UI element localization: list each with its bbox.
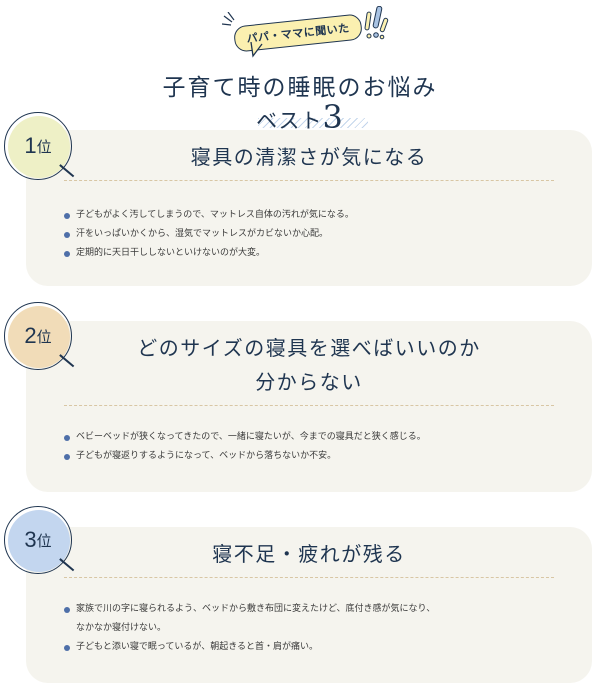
speech-bubble: パパ・ママに聞いた	[222, 6, 392, 68]
comment-list: 子どもがよく汚してしまうので、マットレス自体の汚れが気になる。 汗をいっぱいかく…	[64, 206, 354, 263]
dashed-divider	[64, 405, 554, 406]
list-item: 定期的に天日干ししないといけないのが大変。	[64, 244, 354, 263]
rank-number: 3	[24, 527, 37, 552]
rank-unit: 位	[36, 137, 52, 156]
list-item: 子どもがよく汚してしまうので、マットレス自体の汚れが気になる。	[64, 206, 354, 225]
ranking-title-line2: 分からない	[255, 370, 363, 394]
bubble-tail-icon	[250, 42, 263, 58]
rank-number: 1	[24, 133, 37, 158]
list-item: 家族で川の字に寝られるよう、ベッドから敷き布団に変えたけど、底付き感が気になり、	[64, 600, 435, 619]
list-item: 子どもが寝返りするようになって、ベッドから落ちないか不安。	[64, 447, 426, 466]
rank-number: 2	[24, 323, 37, 348]
rank-unit: 位	[36, 327, 52, 346]
page-subtitle: ベスト3	[0, 98, 600, 136]
hatch-decoration	[258, 118, 368, 128]
page-header: パパ・ママに聞いた 子育て時の睡眠のお悩み ベスト3	[0, 0, 600, 136]
rank-unit: 位	[36, 531, 52, 550]
ranking-title-line1: どのサイズの寝具を選べばいいのか	[137, 336, 481, 360]
badge-ring	[4, 112, 72, 180]
sparkle-lines-icon	[222, 12, 235, 26]
badge-ring	[4, 506, 72, 574]
list-item: 子どもと添い寝で眠っているが、朝起きると首・肩が痛い。	[64, 638, 435, 657]
exclamation-icon	[364, 6, 389, 40]
subtitle-number: 3	[322, 98, 344, 136]
ranking-card-2: どのサイズの寝具を選べばいいのか 分からない ベビーベッドが狭くなってきたので、…	[26, 321, 592, 492]
comment-list: ベビーベッドが狭くなってきたので、一緒に寝たいが、今までの寝具だと狭く感じる。 …	[64, 428, 426, 466]
list-item-continuation: なかなか寝付けない。	[76, 623, 167, 633]
list-item: 汗をいっぱいかくから、湿気でマットレスがカビないか心配。	[64, 225, 354, 244]
dashed-divider	[64, 180, 554, 181]
page-title: 子育て時の睡眠のお悩み	[162, 75, 438, 101]
list-item: ベビーベッドが狭くなってきたので、一緒に寝たいが、今までの寝具だと狭く感じる。	[64, 428, 426, 447]
comment-list: 家族で川の字に寝られるよう、ベッドから敷き布団に変えたけど、底付き感が気になり、…	[64, 600, 435, 657]
badge-ring	[4, 302, 72, 370]
subtitle-prefix: ベスト	[256, 109, 323, 133]
ranking-card-3: 寝不足・疲れが残る 家族で川の字に寝られるよう、ベッドから敷き布団に変えたけど、…	[26, 527, 592, 683]
dashed-divider	[64, 577, 554, 578]
ranking-title: 寝不足・疲れが残る	[212, 542, 406, 566]
ranking-title: 寝具の清潔さが気になる	[190, 145, 428, 169]
ranking-card-1: 寝具の清潔さが気になる 子どもがよく汚してしまうので、マットレス自体の汚れが気に…	[26, 130, 592, 286]
